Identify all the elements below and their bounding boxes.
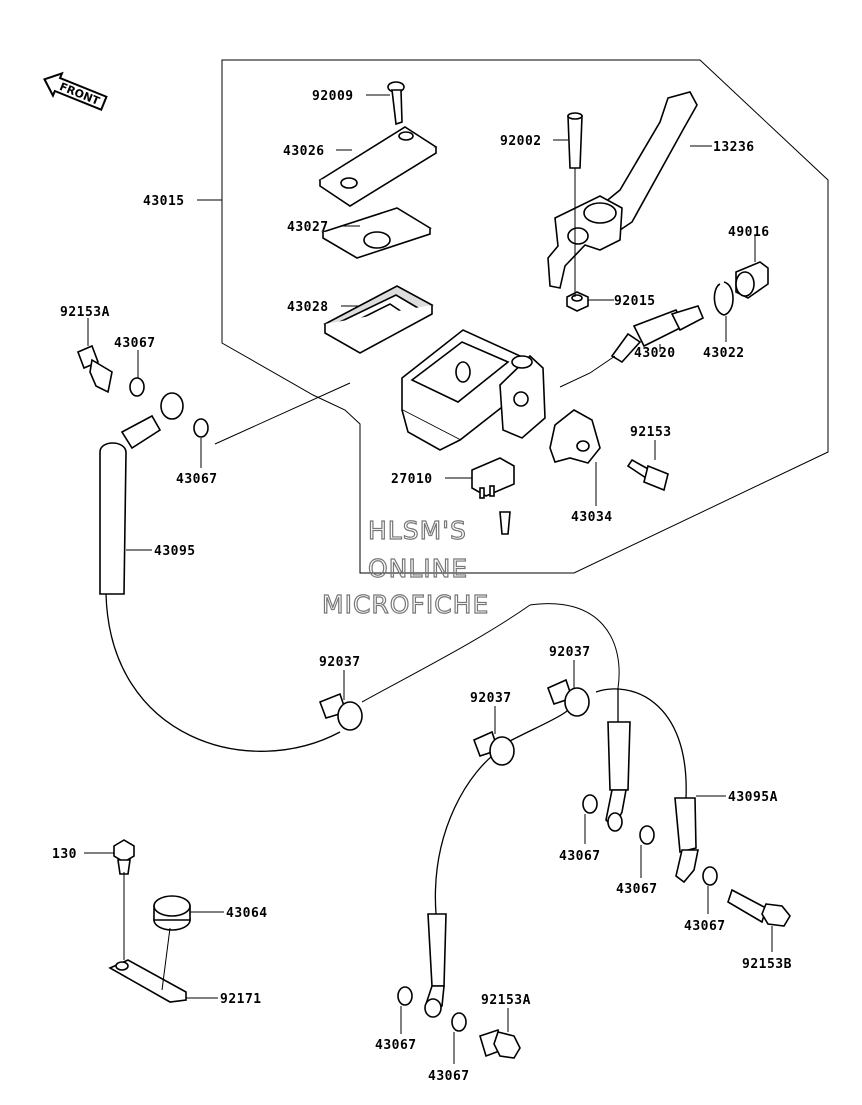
brake-switch-27010 bbox=[471, 457, 515, 535]
connector-line bbox=[214, 382, 351, 445]
grommet-43064 bbox=[153, 895, 191, 931]
callout-43067-d: 43067 bbox=[616, 882, 658, 897]
connector-line bbox=[361, 604, 531, 703]
callout-13236: 13236 bbox=[713, 140, 755, 155]
callout-92153: 92153 bbox=[630, 425, 672, 440]
screw-92009 bbox=[387, 81, 405, 126]
front-label: FRONT bbox=[58, 80, 102, 108]
callout-43064: 43064 bbox=[226, 906, 268, 921]
callout-43022: 43022 bbox=[703, 346, 745, 361]
hose-clamp-92171 bbox=[108, 959, 187, 1003]
banjo-bolt-92153B bbox=[727, 888, 791, 927]
callout-43095A: 43095A bbox=[728, 790, 778, 805]
callout-43027: 43027 bbox=[287, 220, 329, 235]
banjo-bolt-92153A-bottom bbox=[479, 1028, 521, 1059]
callout-92153A-bottom: 92153A bbox=[481, 993, 531, 1008]
callout-43015: 43015 bbox=[143, 194, 185, 209]
washer-43067-b bbox=[193, 418, 209, 438]
piston-assembly-43020 bbox=[610, 305, 705, 364]
banjo-bolt-92153A-top bbox=[76, 344, 113, 394]
callout-92037-c: 92037 bbox=[470, 691, 512, 706]
washer-43067-d bbox=[639, 825, 655, 845]
clamp-43034 bbox=[549, 409, 601, 464]
callout-92037-b: 92037 bbox=[549, 645, 591, 660]
brake-hose-lower bbox=[424, 701, 573, 1018]
connector-line bbox=[559, 355, 616, 388]
dust-boot-49016 bbox=[735, 261, 769, 299]
callout-43034: 43034 bbox=[571, 510, 613, 525]
callout-92153B: 92153B bbox=[742, 957, 792, 972]
watermark-line-2: ONLINE bbox=[368, 554, 468, 583]
washer-43067-f bbox=[397, 986, 413, 1006]
assembly-outline bbox=[221, 59, 829, 574]
callout-27010: 27010 bbox=[391, 472, 433, 487]
washer-43067-e bbox=[702, 866, 718, 886]
bolt-130 bbox=[113, 839, 135, 875]
connector-line bbox=[529, 603, 620, 689]
washer-43067-a bbox=[129, 377, 145, 397]
watermark-line-3: MICROFICHE bbox=[322, 590, 489, 619]
pivot-bolt-92002 bbox=[567, 112, 583, 169]
callout-43067-e: 43067 bbox=[684, 919, 726, 934]
watermark-line-1: HLSM'S bbox=[368, 516, 467, 545]
callout-43026: 43026 bbox=[283, 144, 325, 159]
grommet-92037-c bbox=[472, 730, 515, 766]
callout-43028: 43028 bbox=[287, 300, 329, 315]
master-cylinder-body bbox=[401, 329, 546, 451]
callout-43020: 43020 bbox=[634, 346, 676, 361]
callout-43067-f: 43067 bbox=[375, 1038, 417, 1053]
callout-43067-a: 43067 bbox=[114, 336, 156, 351]
diaphragm-43028 bbox=[323, 285, 434, 354]
callout-92015: 92015 bbox=[614, 294, 656, 309]
diaphragm-plate-43027 bbox=[321, 207, 432, 259]
callout-92002: 92002 bbox=[500, 134, 542, 149]
callout-43067-c: 43067 bbox=[559, 849, 601, 864]
brake-lever-13236 bbox=[547, 91, 698, 289]
grommet-92037-b bbox=[546, 678, 590, 717]
washer-43067-c bbox=[582, 794, 598, 814]
callout-43067-g: 43067 bbox=[428, 1069, 470, 1084]
callout-43067-b: 43067 bbox=[176, 472, 218, 487]
brake-hose-43095A bbox=[595, 688, 699, 884]
nut-92015 bbox=[566, 291, 589, 312]
callout-92153A-top: 92153A bbox=[60, 305, 110, 320]
callout-130: 130 bbox=[52, 847, 77, 862]
clamp-bolt-92153 bbox=[626, 458, 669, 492]
washer-43067-g bbox=[451, 1012, 467, 1032]
callout-49016: 49016 bbox=[728, 225, 770, 240]
callout-43095: 43095 bbox=[154, 544, 196, 559]
front-arrow-icon: FRONT bbox=[43, 71, 108, 112]
circlip-43022 bbox=[713, 281, 734, 316]
connector-line bbox=[161, 927, 171, 991]
grommet-92037-a bbox=[318, 692, 363, 731]
callout-92037-a: 92037 bbox=[319, 655, 361, 670]
callout-92171: 92171 bbox=[220, 992, 262, 1007]
callout-92009: 92009 bbox=[312, 89, 354, 104]
reservoir-cap-43026 bbox=[318, 126, 438, 207]
brake-hose-43095 bbox=[99, 392, 341, 752]
